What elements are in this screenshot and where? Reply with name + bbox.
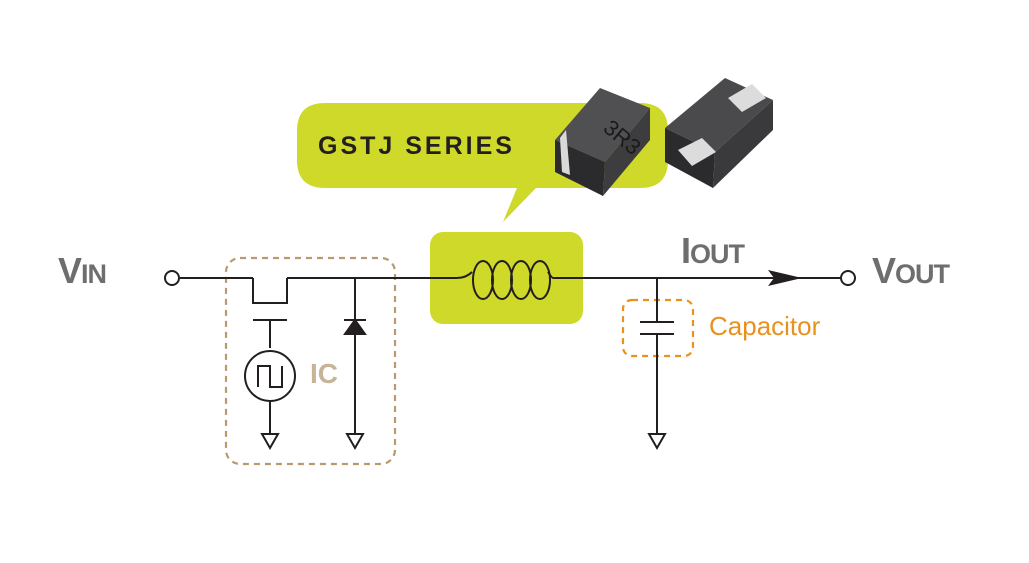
vout-sub: OUT (895, 259, 950, 289)
iout-sub: OUT (690, 239, 745, 269)
ground-icon-2 (345, 433, 365, 451)
ground-icon-3 (647, 433, 667, 451)
inductor-coil (456, 271, 473, 279)
square-wave-icon (257, 365, 283, 388)
series-title: GSTJ SERIES (318, 132, 515, 160)
inductor-highlight (430, 232, 583, 324)
vout-terminal (840, 270, 856, 286)
inductor-chip-image-2 (665, 78, 773, 188)
ic-label: IC (310, 358, 338, 389)
iout-arrow-icon (768, 270, 802, 286)
vin-terminal (164, 270, 180, 286)
iout-main: I (681, 230, 691, 271)
ground-icon-1 (260, 433, 280, 451)
ic-dashed-box (224, 256, 397, 466)
capacitor-label: Capacitor (709, 311, 821, 341)
vin-label: VIN (58, 250, 107, 292)
vin-main: V (58, 250, 82, 291)
vin-sub: IN (81, 259, 107, 289)
diode-symbol (343, 318, 367, 335)
switch-symbol (252, 278, 288, 304)
inductor-chip-image-1: 3R3 (555, 88, 650, 196)
iout-label: IOUT (681, 230, 745, 272)
vout-label: VOUT (872, 250, 950, 292)
vout-main: V (872, 250, 896, 291)
